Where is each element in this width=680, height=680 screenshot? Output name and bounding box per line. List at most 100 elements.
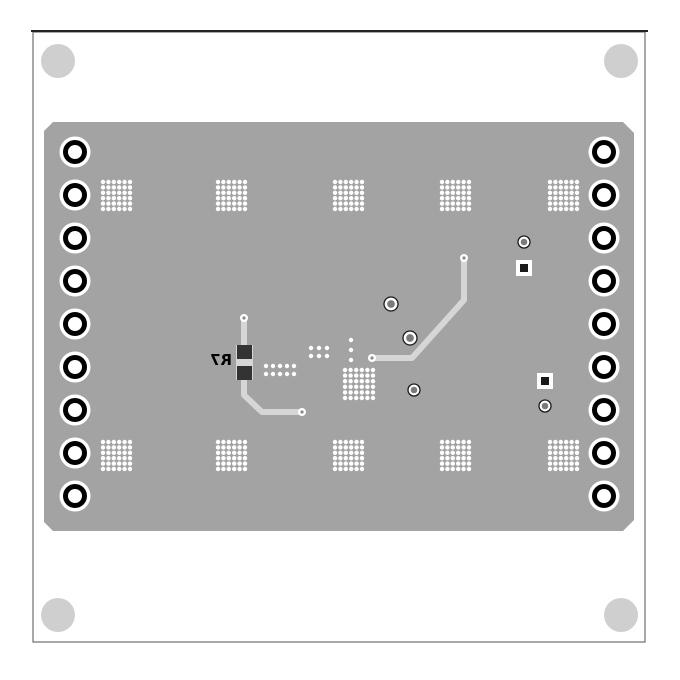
via xyxy=(574,456,580,461)
via xyxy=(106,450,111,455)
via xyxy=(456,456,461,461)
via xyxy=(111,450,117,455)
via xyxy=(445,185,450,190)
via xyxy=(445,196,450,201)
via xyxy=(332,206,338,212)
via xyxy=(332,439,338,445)
via xyxy=(242,190,248,195)
resistor-r7-pad xyxy=(237,366,252,380)
connector-pin-hole xyxy=(597,489,611,503)
via xyxy=(574,461,580,466)
connector-pin-hole xyxy=(597,360,611,374)
via xyxy=(237,450,242,455)
via xyxy=(237,461,242,466)
via xyxy=(456,179,461,185)
via xyxy=(338,206,343,212)
via xyxy=(270,363,276,369)
via xyxy=(215,439,221,445)
via xyxy=(569,206,574,212)
via xyxy=(348,379,353,384)
via xyxy=(242,456,248,461)
via xyxy=(450,456,455,461)
via xyxy=(569,190,574,195)
via xyxy=(338,185,343,190)
via xyxy=(226,461,231,466)
via xyxy=(342,367,348,373)
via xyxy=(466,179,472,185)
via xyxy=(564,206,569,212)
via xyxy=(456,196,461,201)
via xyxy=(237,445,242,450)
via xyxy=(343,185,348,190)
via xyxy=(569,445,574,450)
via xyxy=(106,466,111,472)
via xyxy=(342,390,348,395)
via xyxy=(359,206,365,212)
via xyxy=(461,456,466,461)
via xyxy=(215,450,221,455)
via xyxy=(564,185,569,190)
via xyxy=(117,201,122,206)
via xyxy=(343,201,348,206)
via xyxy=(461,185,466,190)
via xyxy=(111,461,117,466)
via xyxy=(127,206,133,212)
via xyxy=(242,461,248,466)
via xyxy=(553,445,558,450)
mounting-hole xyxy=(604,598,638,632)
via xyxy=(466,206,472,212)
via xyxy=(569,196,574,201)
via xyxy=(466,466,472,472)
via xyxy=(354,461,359,466)
through-hole-pad-center xyxy=(541,402,549,410)
via xyxy=(117,450,122,455)
via xyxy=(439,445,445,450)
via xyxy=(466,445,472,450)
trace-via-center xyxy=(370,356,374,360)
via xyxy=(461,445,466,450)
via xyxy=(106,456,111,461)
connector-pin-hole xyxy=(597,446,611,460)
via xyxy=(359,390,364,395)
via xyxy=(226,179,231,185)
via xyxy=(354,439,359,445)
via xyxy=(450,461,455,466)
via xyxy=(547,190,553,195)
via xyxy=(232,206,237,212)
via xyxy=(122,179,127,185)
via xyxy=(574,179,580,185)
via xyxy=(343,206,348,212)
mounting-hole xyxy=(41,44,75,78)
via xyxy=(558,456,563,461)
via xyxy=(439,466,445,472)
via xyxy=(215,179,221,185)
via xyxy=(111,190,117,195)
via xyxy=(106,439,111,445)
via xyxy=(439,196,445,201)
via xyxy=(342,384,348,389)
via xyxy=(370,390,376,395)
via xyxy=(117,461,122,466)
via xyxy=(324,345,330,351)
via xyxy=(569,456,574,461)
connector-pin-hole xyxy=(68,360,82,374)
via xyxy=(122,206,127,212)
via xyxy=(106,185,111,190)
via-layer xyxy=(100,179,580,472)
resistor-r7-label: R7 xyxy=(210,351,232,369)
via xyxy=(338,461,343,466)
via xyxy=(232,190,237,195)
via xyxy=(215,201,221,206)
via xyxy=(348,384,353,389)
via xyxy=(122,456,127,461)
via xyxy=(308,353,314,359)
via xyxy=(456,201,461,206)
via xyxy=(221,179,226,185)
via xyxy=(316,353,322,359)
via xyxy=(215,190,221,195)
via xyxy=(332,185,338,190)
via xyxy=(348,373,353,378)
connector-pin-layer xyxy=(59,136,620,512)
via xyxy=(359,201,365,206)
via xyxy=(111,179,117,185)
